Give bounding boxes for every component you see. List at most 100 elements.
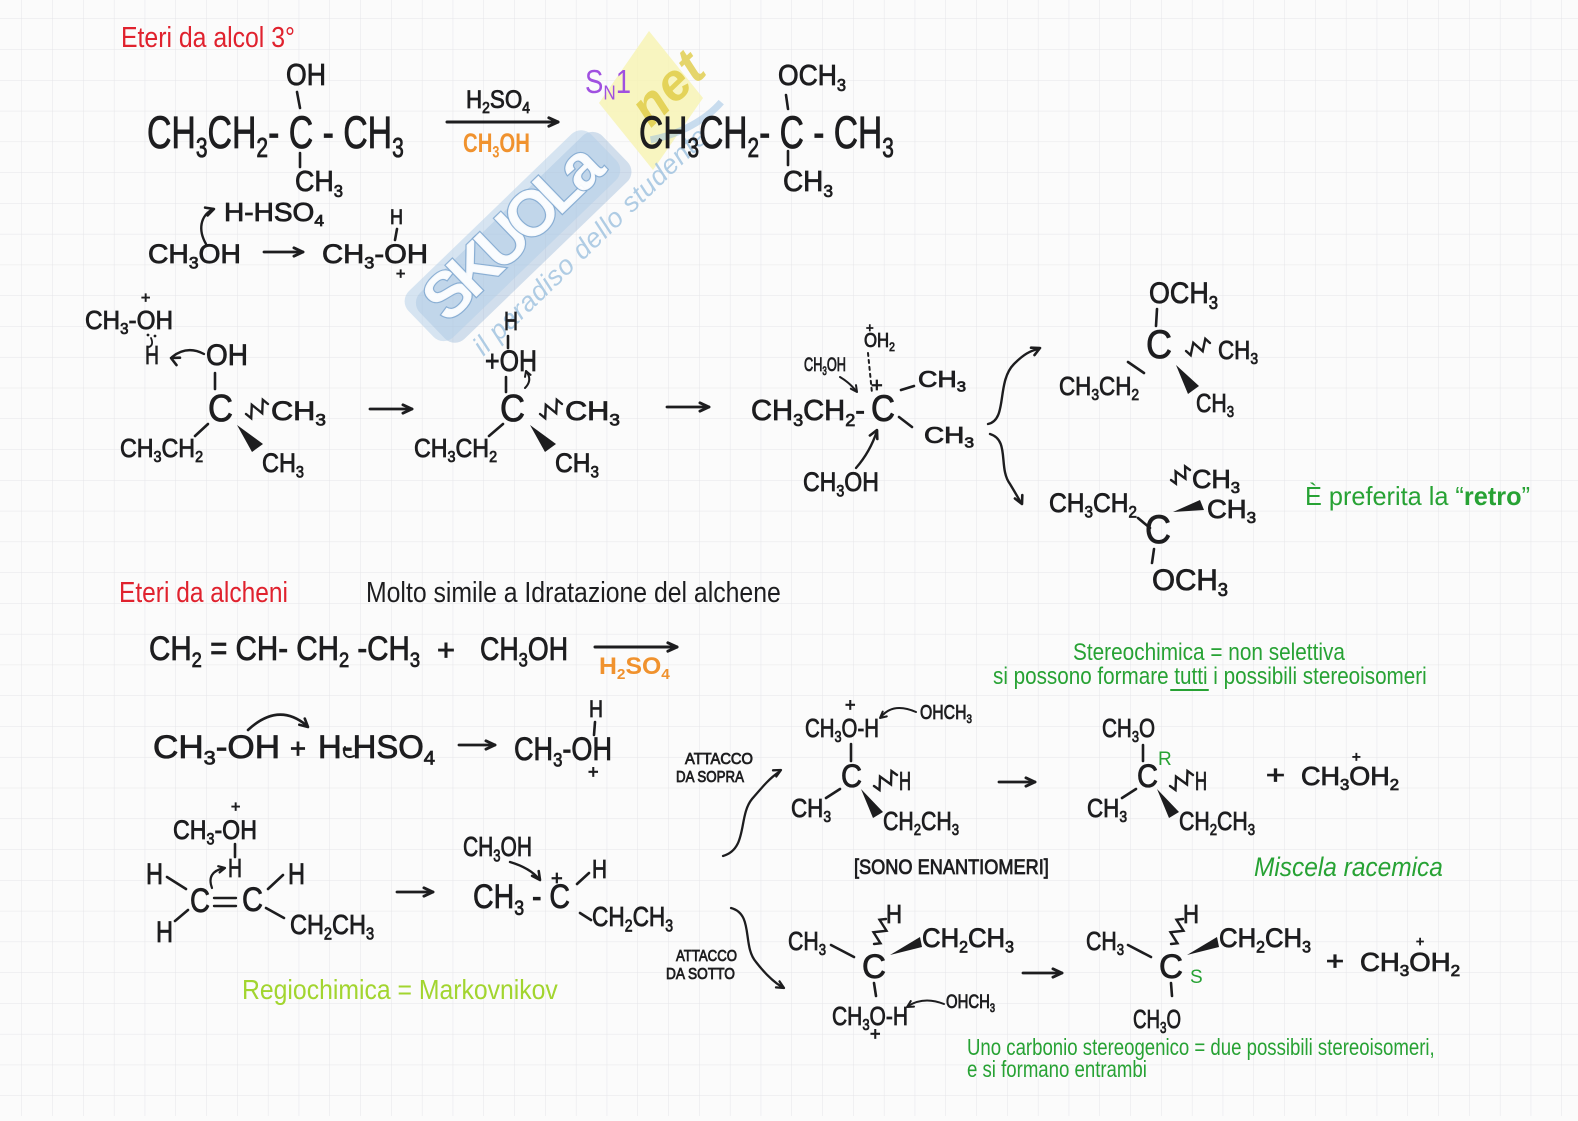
svg-text:OCH3: OCH3	[1149, 277, 1218, 314]
svg-text:CH2CH3: CH2CH3	[592, 902, 673, 936]
svg-text:C: C	[1159, 949, 1183, 986]
svg-text:e si formano entrambi: e si formano entrambi	[967, 1057, 1147, 1082]
svg-text:H: H	[390, 206, 403, 230]
svg-text:C: C	[1137, 759, 1158, 795]
svg-text:H: H	[899, 766, 911, 796]
svg-text:CH3OH: CH3OH	[148, 239, 241, 273]
svg-text:H: H	[592, 855, 607, 884]
svg-text:C: C	[242, 880, 263, 919]
svg-text:C: C	[862, 949, 886, 986]
svg-text:CH3OH: CH3OH	[804, 355, 846, 379]
svg-text:CH3: CH3	[783, 166, 833, 201]
svg-text:CH3CH2- C - CH3: CH3CH2- C - CH3	[639, 108, 894, 163]
svg-text:CH3-OH: CH3-OH	[85, 306, 173, 338]
svg-text:”: ”	[1522, 483, 1530, 511]
svg-text:CH3: CH3	[1086, 927, 1124, 960]
svg-text:CH3OH2: CH3OH2	[1301, 761, 1399, 794]
svg-text:R: R	[1158, 749, 1172, 770]
svg-text:Miscela racemica: Miscela racemica	[1254, 853, 1443, 882]
svg-text:OCH3: OCH3	[1152, 564, 1228, 600]
svg-text:Eteri da alcheni: Eteri da alcheni	[119, 576, 288, 608]
svg-text:+: +	[1352, 749, 1361, 766]
svg-text:H-HSO4: H-HSO4	[318, 729, 435, 769]
svg-text:CH3: CH3	[262, 449, 304, 482]
svg-text:CH3CH2: CH3CH2	[414, 435, 497, 467]
svg-text:OH: OH	[206, 339, 248, 372]
svg-text:CH3CH2: CH3CH2	[1059, 372, 1139, 404]
svg-text:CH3: CH3	[1192, 464, 1240, 497]
svg-text:S: S	[1190, 967, 1203, 988]
svg-text:CH2 = CH- CH2 -CH3: CH2 = CH- CH2 -CH3	[149, 629, 420, 672]
svg-text:+: +	[396, 266, 405, 283]
svg-text:H: H	[145, 340, 159, 369]
svg-text:CH3-OH: CH3-OH	[514, 732, 612, 771]
svg-text:H: H	[1183, 900, 1199, 929]
svg-text:CH3: CH3	[788, 927, 826, 960]
svg-text:CH3O-H: CH3O-H	[832, 1003, 908, 1035]
svg-text:Regiochimica = Markovnikov: Regiochimica = Markovnikov	[242, 974, 559, 1006]
svg-text:CH3-OH: CH3-OH	[322, 239, 428, 272]
svg-text:CH3: CH3	[1087, 794, 1127, 826]
svg-text:CH3CH2: CH3CH2	[120, 435, 203, 467]
svg-text:CH3: CH3	[555, 449, 599, 482]
svg-text:H: H	[288, 857, 305, 890]
svg-text:si possono formare tutti i pos: si possono formare tutti i possibili ste…	[993, 663, 1427, 690]
svg-text:CH3OH: CH3OH	[463, 832, 532, 866]
svg-text:H: H	[886, 900, 902, 929]
svg-text:H: H	[504, 306, 518, 335]
svg-text:C: C	[1146, 323, 1172, 367]
svg-text:+: +	[437, 633, 455, 667]
svg-text:CH2CH3: CH2CH3	[1219, 922, 1311, 956]
svg-text:CH3: CH3	[271, 397, 326, 429]
svg-text:C: C	[500, 387, 525, 430]
svg-text:+: +	[1326, 947, 1344, 976]
svg-text:H: H	[146, 857, 163, 890]
svg-text:CH2CH3: CH2CH3	[883, 807, 959, 840]
svg-text:H2SO4: H2SO4	[466, 87, 530, 117]
svg-text:+: +	[871, 375, 883, 397]
svg-text:SN1: SN1	[585, 64, 631, 104]
svg-text:OCH3: OCH3	[778, 59, 846, 95]
svg-text:C: C	[190, 881, 210, 919]
svg-text:CH2CH3: CH2CH3	[1179, 807, 1255, 840]
svg-text:H: H	[228, 853, 242, 882]
svg-text:Uno carbonio stereogenico = du: Uno carbonio stereogenico = due possibil…	[967, 1035, 1435, 1060]
svg-text:+: +	[231, 799, 240, 816]
svg-text:CH3: CH3	[1196, 389, 1234, 422]
svg-text:+: +	[870, 1024, 881, 1044]
svg-text:CH3OH: CH3OH	[480, 632, 568, 671]
svg-text:OH: OH	[286, 58, 326, 92]
svg-text:CH3O-H: CH3O-H	[805, 714, 879, 747]
svg-text:ATTACCO: ATTACCO	[685, 750, 753, 768]
svg-text:CH3: CH3	[918, 367, 966, 396]
svg-text:CH3CH2: CH3CH2	[1049, 489, 1137, 522]
svg-text:CH3OH: CH3OH	[463, 128, 530, 162]
svg-text:CH3O: CH3O	[1133, 1004, 1181, 1037]
svg-text:CH3 - C: CH3 - C	[473, 878, 570, 921]
svg-text:C: C	[871, 388, 895, 429]
svg-text:CH3OH: CH3OH	[803, 467, 879, 500]
svg-text:+OH: +OH	[485, 344, 537, 378]
svg-text:CH3: CH3	[1207, 495, 1256, 527]
svg-text:+: +	[141, 290, 150, 307]
svg-text:CH3-OH: CH3-OH	[153, 730, 280, 769]
svg-text:H: H	[589, 695, 603, 723]
svg-text:+: +	[1416, 933, 1424, 949]
svg-text:CH3OH2: CH3OH2	[1360, 948, 1460, 980]
svg-text:DA SOTTO: DA SOTTO	[666, 966, 735, 983]
svg-text:retro: retro	[1464, 483, 1522, 511]
svg-text:+: +	[588, 762, 599, 782]
svg-text:H-HSO4: H-HSO4	[224, 198, 324, 230]
svg-text:+: +	[1266, 761, 1285, 790]
svg-text:OH2: OH2	[864, 329, 895, 355]
svg-text:Molto simile a Idratazione del: Molto simile a Idratazione del alchene	[366, 576, 781, 608]
svg-text:CH3: CH3	[295, 165, 343, 201]
svg-text:CH3O: CH3O	[1102, 714, 1155, 747]
svg-text:H2SO4: H2SO4	[599, 653, 670, 682]
svg-text:CH3: CH3	[924, 423, 974, 451]
svg-text:CH3-OH: CH3-OH	[173, 815, 257, 848]
svg-text:+: +	[551, 868, 563, 890]
svg-text:C: C	[208, 387, 233, 430]
svg-text:+: +	[290, 733, 306, 764]
svg-text:CH2CH3: CH2CH3	[922, 922, 1014, 956]
